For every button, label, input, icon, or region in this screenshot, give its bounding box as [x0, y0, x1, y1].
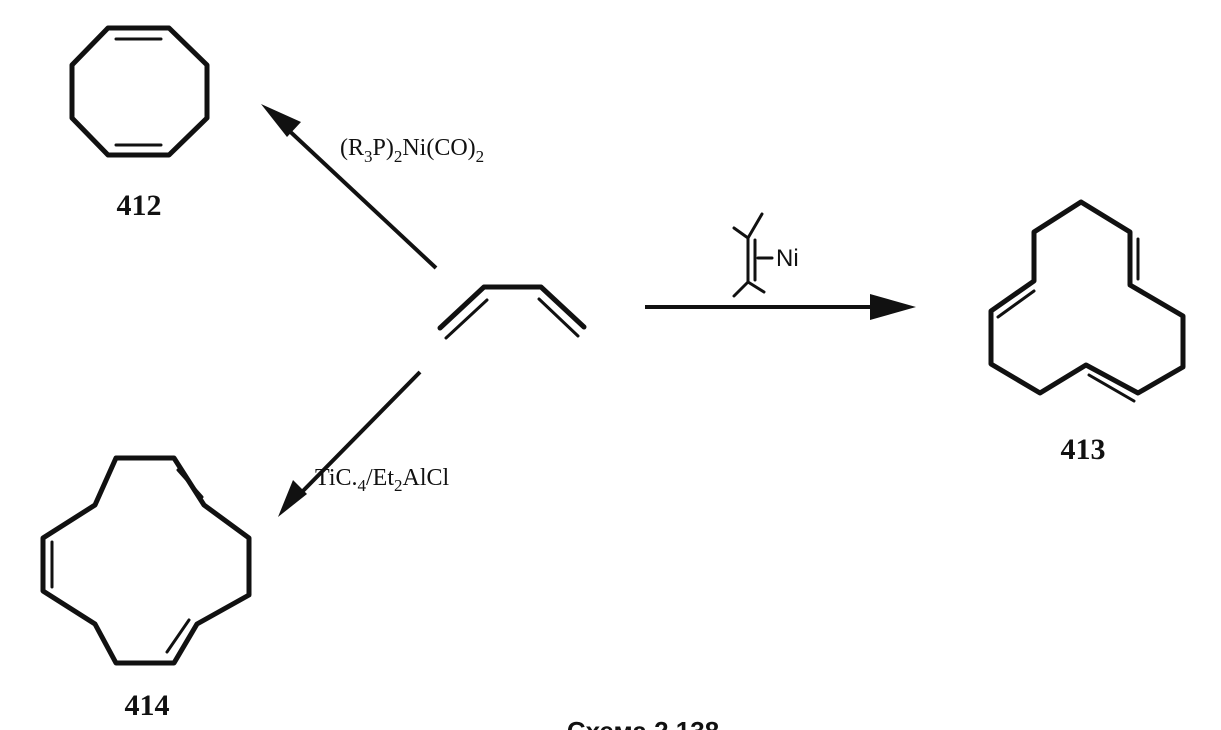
ni-label: Ni — [776, 245, 799, 272]
cyclododecatriene-414-structure — [40, 455, 252, 666]
arrow-to-412 — [261, 104, 438, 270]
arrow-to-414 — [278, 370, 422, 517]
compound-label-414: 414 — [125, 689, 170, 722]
scheme-caption: Схема 2.138 — [567, 716, 719, 730]
reagent-ti-al: TiC.4/Et2AlCl — [315, 465, 450, 495]
cyclooctadiene-412-structure — [69, 25, 210, 158]
arrow-to-413 — [645, 294, 916, 320]
ni-allyl-complex-structure — [732, 212, 774, 298]
cyclododecatriene-413-structure — [988, 199, 1186, 403]
reagent-nickel-carbonyl: (R3P)2Ni(CO)2 — [340, 135, 484, 166]
compound-label-413: 413 — [1061, 433, 1106, 466]
butadiene-structure — [437, 284, 587, 340]
compound-label-412: 412 — [117, 189, 162, 222]
